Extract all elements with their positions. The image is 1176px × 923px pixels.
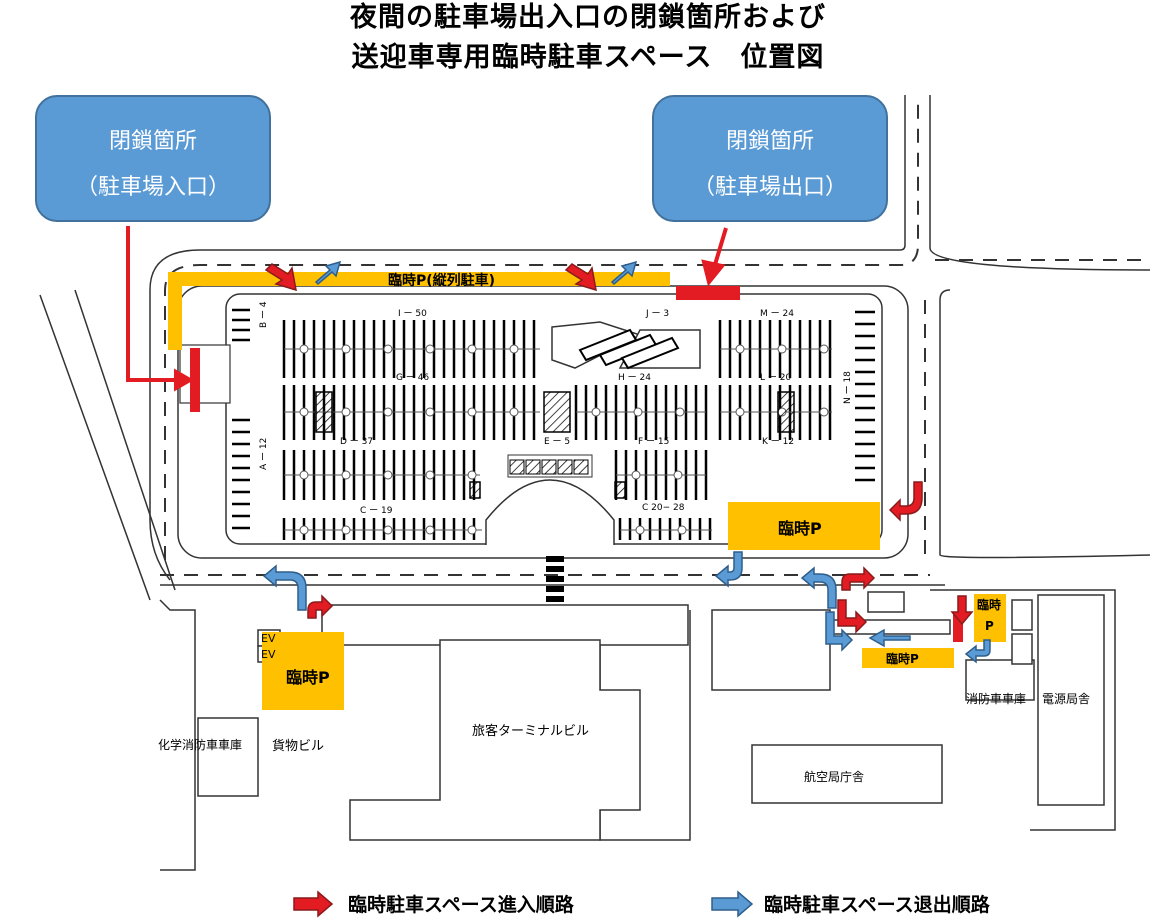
callout-entrance-closure: 閉鎖箇所 （駐車場入口） [35, 95, 271, 222]
lamp-post [425, 407, 435, 417]
legend-entry-arrow [293, 890, 334, 918]
callout-entrance-line2: （駐車場入口） [75, 175, 230, 200]
lamp-post [341, 525, 351, 535]
map-title-line2: 送迎車専用臨時駐車スペース 位置図 [351, 42, 825, 73]
lamp-post [467, 344, 477, 354]
zone-j-label: J ー 3 [646, 309, 670, 319]
stalls-left [232, 308, 250, 530]
lamp-post [675, 407, 685, 417]
elevator-2-label: EV [261, 648, 276, 661]
lamp-post [341, 344, 351, 354]
zone-n-label: N ー 18 [843, 371, 853, 404]
lamp-post [383, 344, 393, 354]
zone-g-label: G ー 46 [396, 373, 430, 383]
lamp-post [509, 407, 519, 417]
closure-markers [190, 286, 963, 642]
cargo-building-label: 貨物ビル [272, 739, 325, 754]
temp-parking-cargo-label: 臨時P [286, 668, 330, 687]
callout-pointers [126, 226, 728, 392]
zone-h-label: H ー 24 [618, 373, 651, 383]
lamp-post [425, 525, 435, 535]
temp-parking-areas [168, 272, 1006, 710]
lamp-post [819, 407, 829, 417]
zone-j-diagonal [551, 321, 701, 370]
lamp-post [467, 525, 477, 535]
lamp-post [735, 344, 745, 354]
callout-entrance-line1: 閉鎖箇所 [108, 129, 197, 154]
legend-exit-label: 臨時駐車スペース退出順路 [764, 894, 990, 916]
lamp-post [299, 344, 309, 354]
lamp-post [383, 470, 393, 480]
terminal-building-label: 旅客ターミナルビル [472, 724, 590, 739]
fire-garage-label: 消防車車庫 [966, 692, 1027, 706]
lamp-post [509, 344, 519, 354]
power-station-label: 電源局舎 [1042, 692, 1091, 706]
terminal-arch [485, 479, 615, 545]
lamp-post [591, 407, 601, 417]
exit-route-arrows [262, 260, 991, 664]
lamp-post [425, 470, 435, 480]
stalls-right [855, 310, 875, 482]
lamp-post [633, 407, 643, 417]
zone-e-stalls [507, 454, 593, 478]
lamp-post [631, 470, 641, 480]
zone-e-label: E ー 5 [544, 437, 571, 447]
lamp-post [635, 525, 645, 535]
lamp-post [677, 525, 687, 535]
map-title-line1: 夜間の駐車場出入口の閉鎖箇所および [350, 2, 826, 33]
lamp-post [467, 470, 477, 480]
lamp-post [341, 407, 351, 417]
legend-exit-arrow [711, 890, 754, 918]
zone-f-label: F ー 15 [638, 437, 670, 447]
entry-route-arrows [264, 263, 974, 634]
callout-exit-line1: 閉鎖箇所 [725, 129, 814, 154]
lamp-post [383, 407, 393, 417]
lamp-post [777, 344, 787, 354]
buildings [197, 591, 1105, 841]
chem-fire-garage-label: 化学消防車車庫 [158, 738, 243, 752]
elevator-1-label: EV [261, 632, 276, 645]
crosswalk [546, 556, 564, 602]
temp-parking-right-p-label: P [985, 619, 994, 633]
lamp-post [673, 470, 683, 480]
temp-parking-east-label: 臨時P [778, 519, 822, 538]
temp-parking-tandem-label: 臨時P(縦列駐車) [388, 273, 496, 289]
temp-parking-right-bottom-label: 臨時P [886, 652, 919, 666]
zone-l-label: L ー 20 [760, 373, 792, 383]
lamp-post [299, 525, 309, 535]
zone-c-label: C ー 19 [360, 506, 393, 516]
aviation-office-label: 航空局庁舎 [804, 770, 865, 784]
lamp-post [299, 470, 309, 480]
lamp-post [735, 407, 745, 417]
lamp-post [383, 525, 393, 535]
stall-centerlines [284, 344, 832, 535]
lamp-post [341, 470, 351, 480]
zone-d-label: D ー 37 [340, 437, 374, 447]
zone-m-label: M ー 24 [760, 309, 794, 319]
lamp-post [467, 407, 477, 417]
hatched-areas [315, 391, 795, 499]
zone-a-label: A ー 12 [259, 437, 269, 470]
legend-arrows [293, 890, 754, 918]
zone-c2-label: C 20− 28 [642, 503, 685, 513]
callout-exit-line2: （駐車場出口） [692, 175, 847, 200]
zone-k-label: K ー 12 [762, 437, 795, 447]
lamp-post [819, 344, 829, 354]
lamp-post [299, 407, 309, 417]
zone-i-label: I ー 50 [398, 309, 427, 319]
lamp-post [425, 344, 435, 354]
temp-parking-right-top-label: 臨時 [977, 598, 1002, 612]
callout-exit-closure: 閉鎖箇所 （駐車場出口） [652, 95, 888, 222]
zone-b-label: B ー 4 [259, 301, 269, 328]
legend-entry-label: 臨時駐車スペース進入順路 [348, 894, 574, 916]
